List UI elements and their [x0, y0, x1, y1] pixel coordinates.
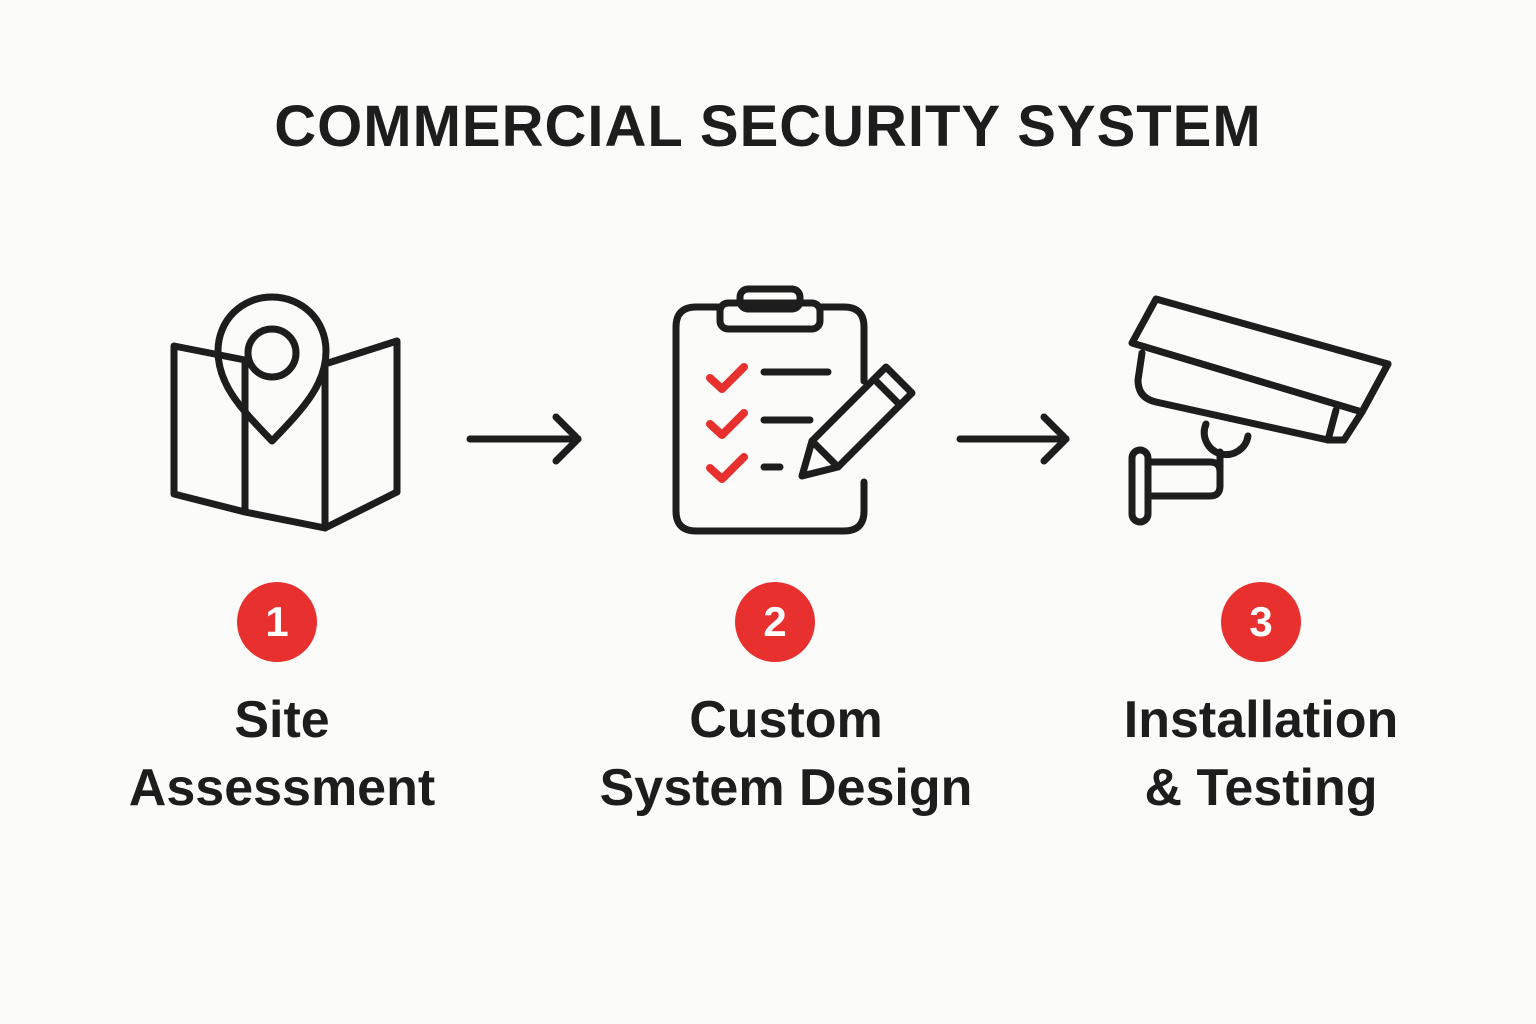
step-label-line: Installation: [1123, 691, 1399, 749]
page-title: COMMERCIAL SECURITY SYSTEM: [274, 94, 1262, 159]
step-label-site-assessment: Site Assessment: [62, 686, 502, 822]
step-label-custom-system-design: Custom System Design: [566, 686, 1006, 822]
clipboard-checklist-with-pencil-icon: [672, 285, 916, 535]
arrow-right-icon: [956, 413, 1070, 465]
folded-map-with-location-pin-icon: [170, 293, 401, 532]
step-label-line: Site: [234, 691, 330, 749]
step-label-line: Custom: [689, 691, 883, 749]
step-label-line: & Testing: [1144, 759, 1378, 817]
step-label-line: Assessment: [128, 759, 436, 817]
step-number-badge-1: 1: [237, 582, 317, 662]
step-number-badge-2: 2: [735, 582, 815, 662]
checkmark-icons: [706, 363, 748, 483]
step-label-line: System Design: [599, 759, 973, 817]
arrow-right-icon: [466, 413, 582, 465]
step-number-badge-3: 3: [1221, 582, 1301, 662]
step-label-installation-testing: Installation & Testing: [1041, 686, 1481, 822]
security-camera-icon: [1128, 295, 1392, 526]
